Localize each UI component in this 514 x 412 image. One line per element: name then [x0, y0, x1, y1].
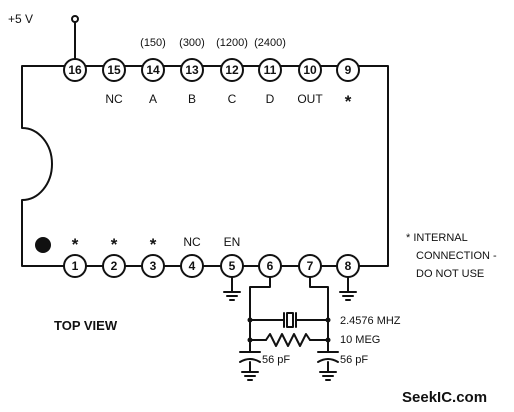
oscillator-network-wiring	[249, 275, 329, 373]
pin-circle	[102, 254, 126, 278]
pin-number: 2	[111, 259, 118, 273]
top-pin-14: 14A (150)	[140, 37, 166, 106]
cap-left-label: 56 pF	[262, 354, 290, 366]
pin-function-label: *	[111, 235, 118, 254]
pin-number: 14	[146, 63, 160, 77]
cap-right-label: 56 pF	[340, 354, 368, 366]
note-line-3: DO NOT USE	[416, 268, 484, 280]
pin-number: 7	[307, 259, 314, 273]
pin-baud-rate-label: (2400)	[254, 37, 286, 49]
resistor-symbol	[265, 333, 311, 347]
pin-function-label: NC	[105, 92, 123, 106]
pin-number: 8	[345, 259, 352, 273]
pin-circle	[258, 254, 282, 278]
crystal-symbol	[283, 312, 297, 328]
pin-number: 15	[107, 63, 121, 77]
bottom-pin-1: 1*	[63, 235, 87, 278]
pin-circle	[336, 254, 360, 278]
pin-circle	[63, 254, 87, 278]
top-pin-13: 13B (300)	[179, 37, 205, 106]
watermark: SeekIC.com	[402, 389, 487, 406]
pin-circle	[102, 58, 126, 82]
note-line-1: * INTERNAL	[406, 232, 468, 244]
cap-right-ground	[319, 371, 337, 381]
top-pin-16: 16	[63, 58, 87, 82]
pin-baud-rate-label: (300)	[179, 37, 205, 49]
bottom-pin-5: 5 EN	[220, 235, 244, 278]
ic-package-outline	[21, 65, 389, 267]
pin-number: 9	[345, 63, 352, 77]
bottom-pin-6: 6	[258, 254, 282, 278]
pin-circle	[336, 58, 360, 82]
pin-circle	[298, 58, 322, 82]
bottom-pin-2: 2*	[102, 235, 126, 278]
capacitor-right-symbol	[317, 351, 339, 363]
pin-circle	[141, 58, 165, 82]
bottom-pin-4: 4 NC	[180, 235, 204, 278]
capacitor-left-symbol	[239, 351, 261, 363]
pin-function-label: D	[266, 92, 275, 106]
pin-number: 11	[264, 63, 277, 77]
pin-function-label: A	[149, 92, 157, 106]
top-pin-9: 9*	[336, 58, 360, 111]
pin-number: 12	[225, 63, 239, 77]
pin-circle	[63, 58, 87, 82]
pin1-indicator-dot	[35, 237, 51, 253]
supply-terminal	[71, 15, 79, 23]
pin-circle	[258, 58, 282, 82]
bottom-pin-3: 3*	[141, 235, 165, 278]
pin-function-label: OUT	[297, 92, 323, 106]
supply-label: +5 V	[8, 12, 33, 26]
pin-baud-rate-label: (1200)	[216, 37, 248, 49]
crystal-label: 2.4576 MHZ	[340, 315, 401, 327]
pin-function-label: NC	[183, 235, 201, 249]
pin-circle	[180, 254, 204, 278]
pin5-ground	[223, 275, 241, 301]
pin-number: 5	[229, 259, 236, 273]
pin-number: 16	[68, 63, 82, 77]
pin-baud-rate-label: (150)	[140, 37, 166, 49]
pin-number: 4	[189, 259, 196, 273]
note-line-2: CONNECTION -	[416, 250, 497, 262]
pin-number: 13	[185, 63, 199, 77]
pin-function-label: *	[150, 235, 157, 254]
junction-dots	[247, 317, 331, 343]
pin-function-label: C	[228, 92, 237, 106]
pin-circle	[298, 254, 322, 278]
bottom-pin-7: 7	[298, 254, 322, 278]
pin-circle	[141, 254, 165, 278]
pin-function-label: B	[188, 92, 196, 106]
resistor-label: 10 MEG	[340, 334, 380, 346]
pin-number: 6	[267, 259, 274, 273]
top-pin-12: 12C (1200)	[216, 37, 248, 106]
pin-number: 10	[303, 63, 317, 77]
pin-function-label: *	[345, 92, 352, 111]
view-label: TOP VIEW	[54, 318, 118, 333]
pin-function-label: *	[72, 235, 79, 254]
pin-circle	[180, 58, 204, 82]
bottom-pin-8: 8	[336, 254, 360, 278]
pin-circle	[220, 254, 244, 278]
pin-number: 3	[150, 259, 157, 273]
cap-left-ground	[241, 371, 259, 381]
pin-circle	[220, 58, 244, 82]
pin-number: 1	[72, 259, 79, 273]
pin8-ground	[339, 275, 357, 301]
top-pin-11: 11D (2400)	[254, 37, 286, 106]
pin-function-label: EN	[224, 235, 241, 249]
